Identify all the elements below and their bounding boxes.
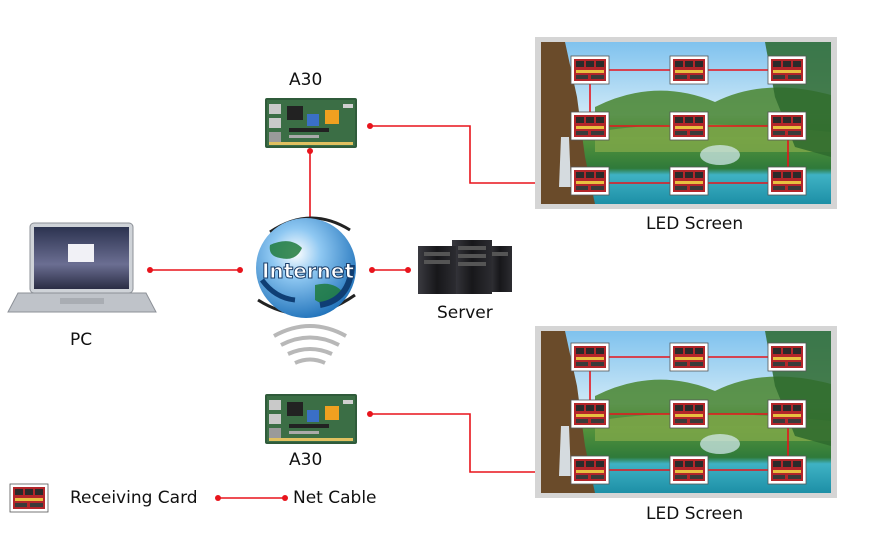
- laptop-icon: [7, 222, 157, 313]
- receiving-card-icon: [767, 455, 807, 485]
- cable-lines: [150, 125, 574, 473]
- server-label: Server: [437, 303, 493, 323]
- screen-bottom-label: LED Screen: [646, 504, 744, 524]
- receiving-card-icon: [669, 55, 709, 85]
- receiving-card-icon: [767, 111, 807, 141]
- receiving-card-icon: [767, 166, 807, 196]
- receiving-card-icon: [669, 111, 709, 141]
- receiving-card-icon: [570, 399, 610, 429]
- globe-icon: [256, 216, 356, 318]
- receiving-card-icon: [570, 166, 610, 196]
- controller-board-icon: [265, 394, 357, 444]
- receiving-card-icon: [669, 399, 709, 429]
- server-rack-icon: [418, 240, 512, 294]
- receiving-card-icon: [570, 55, 610, 85]
- receiving-card-icon: [570, 455, 610, 485]
- receiving-card-icon: [669, 455, 709, 485]
- receiving-card-icon: [570, 342, 610, 372]
- legend-receiving-card-icon: [9, 483, 49, 513]
- screen-top-cables: [589, 69, 789, 184]
- pc-label: PC: [70, 330, 93, 350]
- legend-net-cable-line: [215, 495, 288, 501]
- receiving-card-icon: [767, 55, 807, 85]
- receiving-card-icon: [570, 111, 610, 141]
- internet-label: Internet: [262, 259, 354, 283]
- screen-bottom-cards: [570, 342, 807, 485]
- receiving-card-icon: [669, 342, 709, 372]
- legend-net-cable-label: Net Cable: [293, 488, 377, 508]
- screen-top-cards: [570, 55, 807, 196]
- controller-bottom-label: A30: [289, 450, 323, 470]
- receiving-card-icon: [669, 166, 709, 196]
- controller-top-label: A30: [289, 70, 323, 90]
- receiving-card-icon: [767, 399, 807, 429]
- receiving-card-icon: [767, 342, 807, 372]
- wifi-icon: [273, 324, 347, 365]
- screen-top-label: LED Screen: [646, 214, 744, 234]
- controller-board-icon: [265, 98, 357, 148]
- legend-receiving-card-label: Receiving Card: [70, 488, 198, 508]
- screen-bottom-cables: [589, 356, 789, 471]
